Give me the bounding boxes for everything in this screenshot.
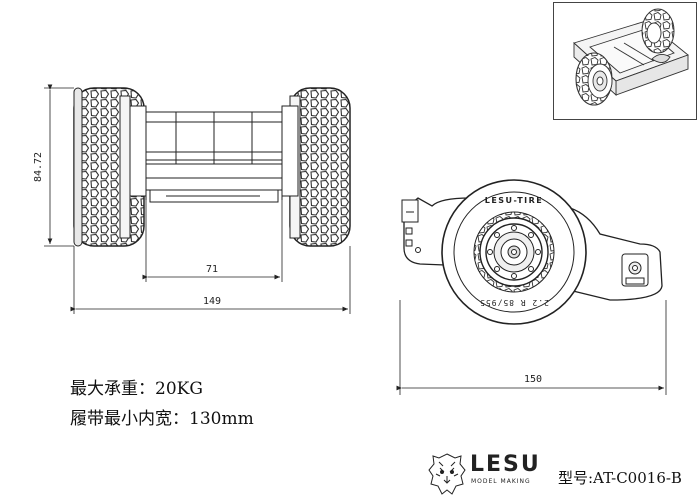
axle-frame [129,105,299,203]
height-dimension [44,84,74,247]
brand-logo-text: LESU [470,452,541,477]
isometric-drawing [573,8,689,106]
model-number: 型号:AT-C0016-B [558,469,682,487]
overall-width-dimension-label: 149 [203,296,221,307]
right-wheel [289,87,351,247]
side-view [401,179,663,325]
max-load-spec: 最大承重：20KG [70,379,203,399]
tire-size-text: 2.2 R 85/955 [479,298,549,307]
front-view [73,87,351,247]
tire-brand-text: LESU-TIRE [485,196,544,205]
isometric-view-inset [553,2,697,120]
track-inner-width-spec: 履带最小内宽：130mm [70,409,254,429]
inner-width-dimension [142,200,283,282]
length-dimension [396,300,667,395]
length-dimension-label: 150 [524,374,542,385]
height-dimension-label: 84.72 [33,152,44,182]
lion-logo-icon [428,452,466,500]
overall-width-dimension [70,246,351,314]
inner-width-dimension-label: 71 [206,264,218,275]
brand-subtitle: MODEL MAKING [471,478,531,485]
left-wheel [73,87,145,247]
